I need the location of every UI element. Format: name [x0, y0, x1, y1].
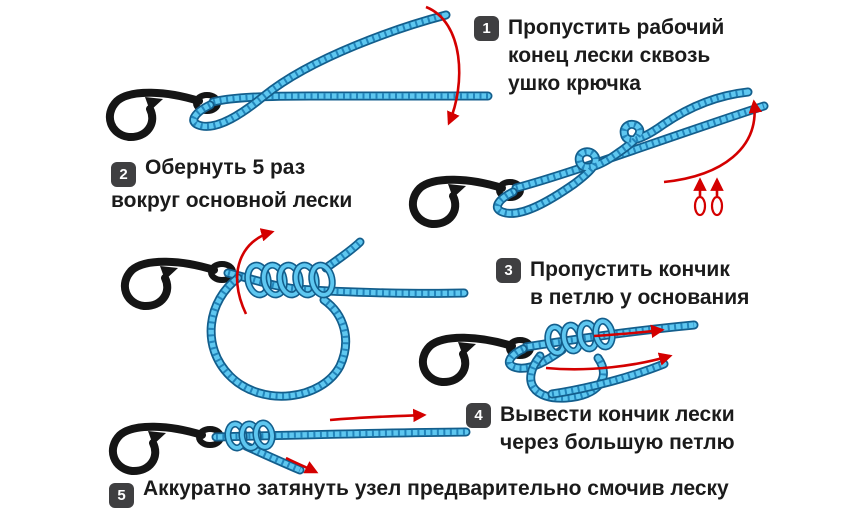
step-2-badge: 2	[111, 162, 136, 187]
step-1-line-1: Пропустить рабочий	[508, 16, 725, 39]
step-5-badge: 5	[109, 483, 134, 508]
step-4-line-2: через большую петлю	[500, 431, 735, 454]
wrap-repeat-icon	[693, 177, 724, 217]
direction-arrow-icon	[285, 456, 319, 474]
line-coils	[244, 261, 336, 299]
tightened-knot-coils	[224, 419, 276, 452]
step-4-illustration	[423, 317, 694, 398]
step-3-badge: 3	[496, 258, 521, 283]
step-3-illustration	[125, 228, 464, 396]
step-4-line-1: Вывести кончик лески	[500, 403, 735, 426]
step-3-line-2: в петлю у основания	[530, 286, 750, 309]
step-5-illustration	[113, 408, 466, 474]
step-1-line-3: ушко крючка	[508, 72, 641, 95]
step-2-line-2: вокруг основной лески	[111, 189, 353, 212]
step-4: 4 Вывести кончик лески через большую пет…	[466, 401, 735, 457]
step-5-line-1: Аккуратно затянуть узел предварительно с…	[143, 477, 729, 500]
fishing-line	[497, 92, 764, 213]
step-2: 2 Обернуть 5 раз вокруг основной лески	[111, 154, 352, 215]
step-5: 5 Аккуратно затянуть узел предварительно …	[109, 475, 729, 508]
direction-arrow-icon	[235, 228, 275, 315]
fishhook-icon	[113, 427, 221, 471]
step-3-line-1: Пропустить кончик	[530, 258, 730, 281]
fishing-line	[194, 15, 488, 126]
step-1-badge: 1	[474, 16, 499, 41]
step-4-badge: 4	[466, 403, 491, 428]
direction-arrow-icon	[663, 99, 763, 184]
direction-arrow-icon	[593, 324, 665, 339]
step-2-line-1: Обернуть 5 раз	[145, 156, 306, 179]
step-1: 1 Пропустить рабочий конец лески сквозь …	[474, 14, 724, 98]
step-1-illustration	[110, 5, 488, 137]
step-2-illustration	[413, 92, 764, 224]
step-1-line-2: конец лески сквозь	[508, 44, 711, 67]
direction-arrow-icon	[425, 5, 461, 126]
direction-arrow-icon	[545, 352, 673, 371]
step-3: 3 Пропустить кончик в петлю у основания	[496, 256, 749, 312]
direction-arrow-icon	[329, 408, 427, 423]
